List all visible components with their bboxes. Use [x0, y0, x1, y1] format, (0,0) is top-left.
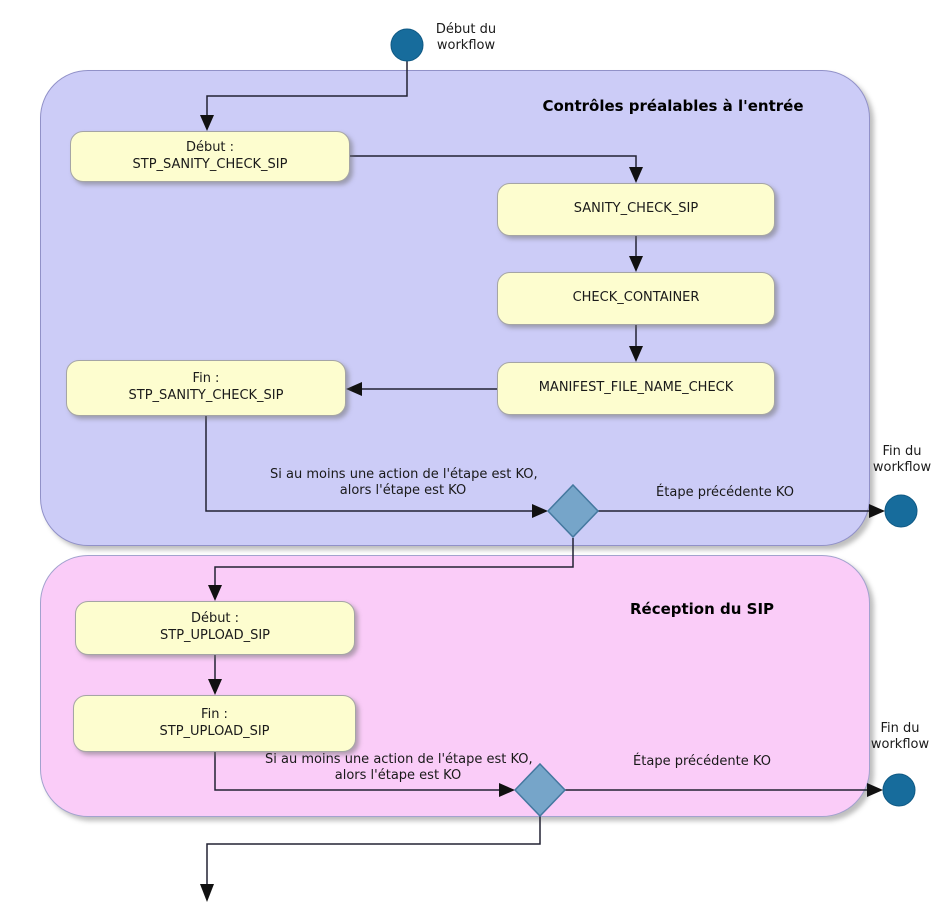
arrowhead-into-decision2 [499, 783, 515, 797]
arrowhead-into-manifest [629, 346, 643, 362]
arrowhead-into-end1 [869, 504, 885, 518]
decision-node-2 [513, 762, 567, 818]
arrowhead-into-debut-upload [208, 585, 222, 601]
arrowhead-into-check-container [629, 256, 643, 272]
end-node-label-1: Fin du workflow [872, 444, 932, 475]
end-node-2 [882, 773, 916, 807]
partition-title-controles: Contrôles préalables à l'entrée [542, 97, 804, 115]
activity-label-line: STP_SANITY_CHECK_SIP [132, 156, 288, 172]
partition-reception-sip [40, 555, 870, 817]
connector-lines [205, 61, 870, 885]
arrowhead-bottom-exit [200, 884, 214, 902]
activity-manifest-file-name-check: MANIFEST_FILE_NAME_CHECK [497, 362, 775, 415]
arrowhead-into-fin-sanity [346, 382, 362, 396]
arrowhead-into-debut-sanity [200, 115, 214, 131]
activity-debut-stp-upload-sip: Début : STP_UPLOAD_SIP [75, 601, 355, 655]
activity-label-line: Début : [190, 611, 240, 627]
edge-fin-upload-to-decision2 [214, 751, 500, 791]
edge-fin-sanity-to-decision1 [205, 416, 533, 512]
activity-label-line: STP_UPLOAD_SIP [159, 723, 270, 739]
arrowhead-into-sanity-check [629, 167, 643, 183]
condition-label-1: Si au moins une action de l'étape est KO… [270, 467, 538, 498]
activity-fin-stp-upload-sip: Fin : STP_UPLOAD_SIP [73, 695, 356, 752]
activity-label-line: Fin : [201, 706, 228, 722]
activity-sanity-check-sip: SANITY_CHECK_SIP [497, 183, 775, 236]
activity-fin-stp-sanity-check-sip: Fin : STP_SANITY_CHECK_SIP [66, 360, 346, 416]
edge-label-etape-precedente-ko-2: Étape précédente KO [633, 754, 771, 769]
activity-debut-stp-sanity-check-sip: Début : STP_SANITY_CHECK_SIP [70, 131, 350, 182]
edge-start-to-debut-sanity [206, 61, 408, 116]
activity-label-line: STP_SANITY_CHECK_SIP [128, 388, 284, 403]
condition-label-2: Si au moins une action de l'étape est KO… [265, 752, 533, 783]
start-node-label: Début du workflow [435, 22, 497, 53]
arrowhead-into-decision1 [532, 504, 548, 518]
activity-check-container: CHECK_CONTAINER [497, 272, 775, 325]
activity-label-line: CHECK_CONTAINER [572, 290, 700, 306]
partition-title-reception: Réception du SIP [629, 600, 775, 618]
start-node [390, 28, 424, 62]
decision-node-1 [546, 483, 600, 539]
arrowheads [200, 115, 885, 902]
activity-label-line: Fin : [192, 371, 220, 387]
edge-debut-sanity-to-sanity-check [350, 155, 637, 168]
activity-label-line: STP_UPLOAD_SIP [160, 628, 270, 643]
end-node-1 [884, 494, 918, 528]
arrowhead-into-end2 [867, 783, 883, 797]
activity-label-line: MANIFEST_FILE_NAME_CHECK [538, 380, 734, 396]
edge-decision1-to-debut-upload [214, 538, 574, 586]
edge-label-etape-precedente-ko-1: Étape précédente KO [656, 485, 794, 500]
activity-label-line: SANITY_CHECK_SIP [573, 201, 699, 217]
edge-decision2-to-next [206, 816, 541, 885]
arrowhead-into-fin-upload [208, 679, 222, 695]
end-node-label-2: Fin du workflow [870, 721, 930, 752]
activity-label-line: Début : [185, 139, 235, 155]
